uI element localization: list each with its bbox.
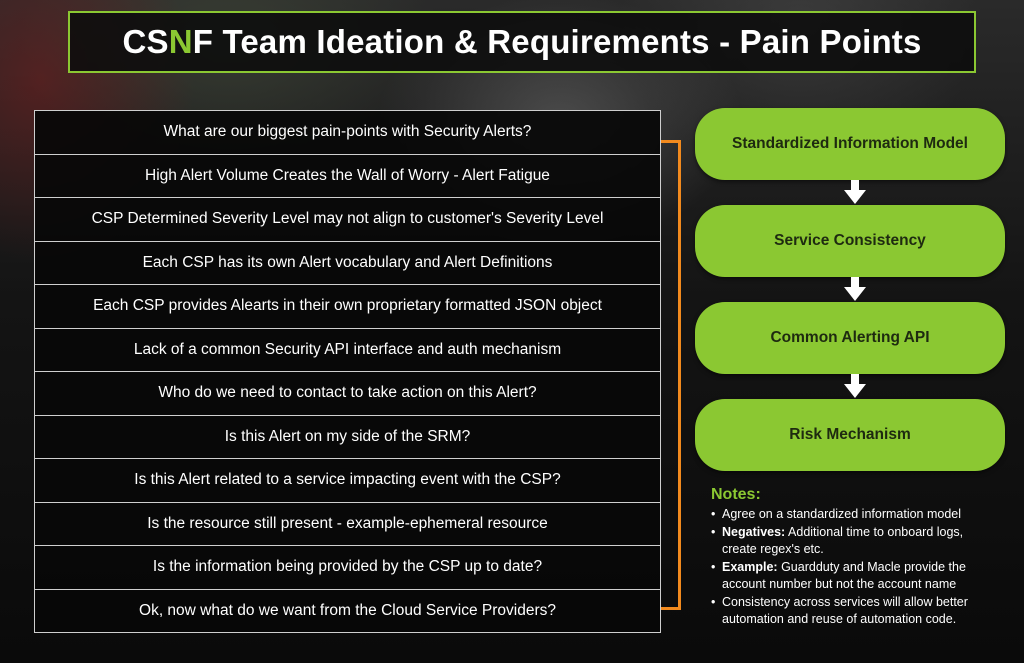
table-row: Is this Alert related to a service impac… [34,459,661,503]
down-arrow-icon [844,180,866,204]
notes-section: Notes: •Agree on a standardized informat… [711,486,1016,629]
down-arrow-icon [844,277,866,301]
note-item: •Example: Guardduty and Macle provide th… [711,559,966,592]
flow-step-risk-mechanism: Risk Mechanism [695,399,1005,471]
flow-step-standardized-information-model: Standardized Information Model [695,108,1005,180]
table-row: CSP Determined Severity Level may not al… [34,198,661,242]
table-row: Each CSP has its own Alert vocabulary an… [34,241,661,285]
note-item: •Negatives: Additional time to onboard l… [711,524,964,557]
table-row: High Alert Volume Creates the Wall of Wo… [34,154,661,198]
orange-bracket-connector [661,140,681,610]
flow-step-common-alerting-api: Common Alerting API [695,302,1005,374]
table-row: Who do we need to contact to take action… [34,372,661,416]
table-row: Lack of a common Security API interface … [34,328,661,372]
table-row: Is the resource still present - example-… [34,502,661,546]
title-banner: CSNF Team Ideation & Requirements - Pain… [68,11,976,73]
note-item: •Agree on a standardized information mod… [711,507,962,521]
title-accent-letter: N [168,23,193,60]
page-title: CSNF Team Ideation & Requirements - Pain… [122,23,922,60]
table-row: Is the information being provided by the… [34,546,661,590]
table-row: Is this Alert on my side of the SRM? [34,415,661,459]
down-arrow-icon [844,374,866,398]
notes-heading: Notes: [711,486,761,503]
pain-points-table: What are our biggest pain-points with Se… [34,110,661,633]
flow-step-service-consistency: Service Consistency [695,205,1005,277]
table-row: What are our biggest pain-points with Se… [34,111,661,155]
table-row: Ok, now what do we want from the Cloud S… [34,589,661,633]
table-row: Each CSP provides Alearts in their own p… [34,285,661,329]
note-item: •Consistency across services will allow … [711,594,968,627]
